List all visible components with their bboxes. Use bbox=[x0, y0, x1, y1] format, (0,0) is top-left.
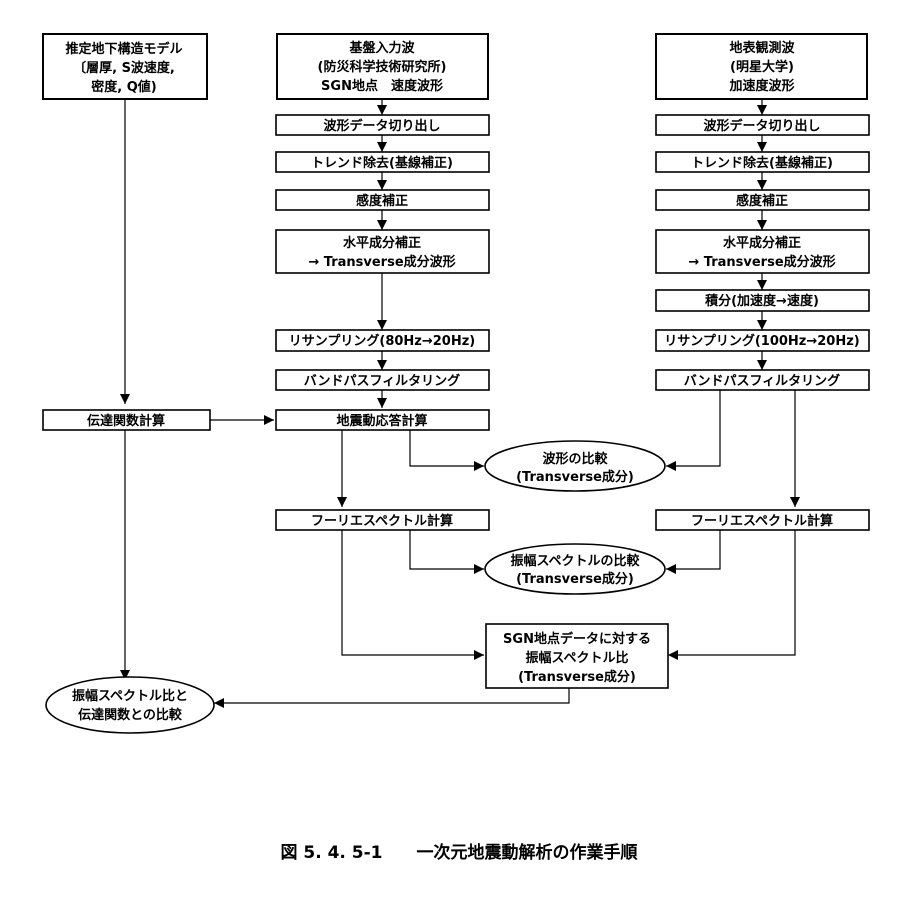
box-l-resamp bbox=[275, 329, 490, 352]
box-l-band bbox=[275, 369, 490, 391]
box-r-cut bbox=[655, 114, 870, 136]
label-r-integ: 積分(加速度→速度) bbox=[704, 293, 819, 309]
arrow-ratio-to-final bbox=[214, 688, 570, 708]
box-ratio bbox=[485, 623, 669, 689]
box-input-wave bbox=[276, 33, 489, 100]
oval-wave-compare bbox=[484, 440, 666, 492]
label-model: 推定地下構造モデル〔層厚, S波速度, 密度, Q値) bbox=[65, 41, 182, 95]
box-r-band bbox=[655, 369, 870, 391]
box-surface-wave bbox=[655, 33, 868, 100]
label-final-compare: 振幅スペクトル比と伝達関数との比較 bbox=[72, 688, 188, 723]
box-r-horiz bbox=[655, 229, 870, 274]
label-line: (明星大学) bbox=[730, 59, 794, 75]
label-line: 加速度波形 bbox=[728, 78, 794, 94]
box-r-integ bbox=[655, 289, 870, 312]
oval-amp-compare bbox=[484, 543, 666, 595]
box-r-resamp bbox=[655, 329, 870, 352]
label-l-band: バンドパスフィルタリング bbox=[304, 373, 460, 389]
label-line: 基盤入力波 bbox=[348, 40, 415, 56]
label-r-sens: 感度補正 bbox=[736, 193, 788, 209]
box-l-trend bbox=[275, 151, 490, 173]
label-amp-compare: 振幅スペクトルの比較 (Transverse成分) bbox=[510, 553, 640, 587]
label-line: (Transverse成分) bbox=[516, 469, 634, 485]
box-r-fourier bbox=[655, 509, 870, 531]
label-l-horiz: 水平成分補正 → Transverse成分波形 bbox=[308, 235, 455, 270]
box-l-cut bbox=[275, 114, 490, 136]
label-r-resamp: リサンプリング(100Hz→20Hz) bbox=[664, 333, 860, 349]
label-line: 伝達関数との比較 bbox=[78, 707, 183, 723]
boxes bbox=[42, 33, 870, 689]
box-l-sens bbox=[275, 189, 490, 211]
label-line: SGN地点データに対する bbox=[503, 631, 651, 647]
arrow-response-to-wave-compare bbox=[409, 430, 484, 471]
box-response bbox=[275, 409, 490, 431]
label-line: → Transverse成分波形 bbox=[688, 254, 835, 270]
box-model bbox=[42, 33, 208, 100]
label-r-band: バンドパスフィルタリング bbox=[684, 373, 840, 389]
label-line: 振幅スペクトル比と bbox=[72, 688, 188, 704]
label-r-trend: トレンド除去(基線補正) bbox=[691, 155, 833, 171]
figure-caption: 図 5. 4. 5-1 一次元地震動解析の作業手順 bbox=[280, 842, 638, 863]
label-line: 水平成分補正 bbox=[723, 235, 801, 251]
label-wave-compare: 波形の比較 (Transverse成分) bbox=[516, 451, 634, 485]
label-line: 振幅スペクトル比 bbox=[525, 650, 628, 666]
label-line: 密度, Q値) bbox=[90, 79, 156, 95]
connectors bbox=[120, 99, 800, 708]
label-line: 振幅スペクトルの比較 bbox=[510, 553, 640, 569]
label-line: → Transverse成分波形 bbox=[308, 254, 455, 270]
arrow-rfourier-to-amp-compare bbox=[666, 530, 721, 574]
label-line: (Transverse成分) bbox=[516, 571, 634, 587]
arrow-rfourier-to-ratio bbox=[668, 530, 796, 660]
label-line: (Transverse成分) bbox=[518, 669, 636, 685]
label-l-fourier: フーリエスペクトル計算 bbox=[311, 513, 453, 529]
label-input-wave: 基盤入力波 (防災科学技術研究所) SGN地点 速度波形 bbox=[318, 40, 447, 94]
label-line: 地表観測波 bbox=[729, 40, 795, 56]
oval-final-compare bbox=[45, 676, 215, 734]
label-r-fourier: フーリエスペクトル計算 bbox=[691, 513, 833, 529]
ovals bbox=[45, 440, 666, 734]
label-line: SGN地点 速度波形 bbox=[321, 78, 443, 94]
label-transfer: 伝達関数計算 bbox=[87, 413, 165, 429]
label-line: (防災科学技術研究所) bbox=[318, 59, 447, 75]
box-l-horiz bbox=[275, 229, 490, 274]
arrow-lfourier-to-amp-compare bbox=[409, 530, 484, 574]
arrow-lfourier-to-ratio bbox=[341, 530, 484, 660]
label-line: 水平成分補正 bbox=[343, 235, 421, 251]
label-response: 地震動応答計算 bbox=[336, 413, 427, 429]
label-l-resamp: リサンプリング(80Hz→20Hz) bbox=[289, 333, 475, 349]
label-line: 波形の比較 bbox=[542, 451, 608, 467]
label-l-cut: 波形データ切り出し bbox=[323, 118, 440, 134]
box-transfer bbox=[42, 409, 211, 431]
box-r-sens bbox=[655, 189, 870, 211]
label-r-cut: 波形データ切り出し bbox=[703, 118, 820, 134]
label-l-sens: 感度補正 bbox=[356, 193, 408, 209]
label-ratio: SGN地点データに対する振幅スペクトル比 (Transverse成分) bbox=[503, 631, 651, 685]
label-r-horiz: 水平成分補正 → Transverse成分波形 bbox=[688, 235, 835, 270]
label-l-trend: トレンド除去(基線補正) bbox=[311, 155, 453, 171]
label-surface-wave: 地表観測波 (明星大学) 加速度波形 bbox=[728, 40, 795, 94]
box-r-trend bbox=[655, 151, 870, 173]
label-line: 推定地下構造モデル bbox=[65, 41, 182, 57]
box-l-fourier bbox=[275, 509, 490, 531]
labels: 推定地下構造モデル〔層厚, S波速度, 密度, Q値) 基盤入力波 (防災科学技術研… bbox=[65, 40, 859, 723]
arrow-rband-to-wave-compare bbox=[666, 390, 721, 471]
label-line: 〔層厚, S波速度, bbox=[73, 60, 175, 76]
